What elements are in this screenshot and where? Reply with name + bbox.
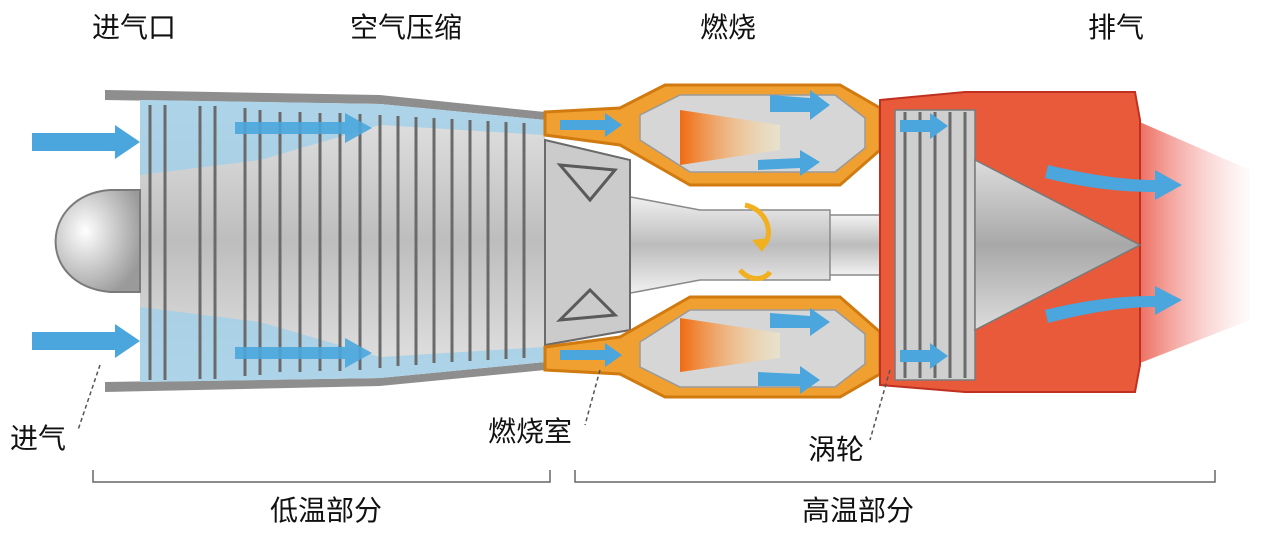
intake-casing-lower: [105, 362, 545, 392]
compressor-airflow-lower: [140, 307, 545, 382]
rotation-arrowhead-icon: [752, 238, 770, 252]
air-in-label: 进气: [10, 422, 67, 455]
diffuser-struts: [556, 163, 619, 322]
airflow-arrows: [32, 90, 1182, 394]
arrow-combustor-in-upper-icon: [560, 113, 622, 137]
flame-lower: [680, 318, 780, 372]
arrow-combustor-out-upper-icon: [770, 90, 830, 120]
diffuser: [544, 138, 631, 347]
leader-lines: [77, 364, 891, 441]
combustion-chamber-label: 燃烧室: [488, 415, 573, 448]
low-temp-section-label: 低温部分: [270, 494, 383, 527]
arrow-exhaust-lower-icon: [1045, 286, 1182, 323]
arrow-turbine-lower-icon: [900, 343, 948, 369]
arrow-combustor-out-lower-icon: [770, 308, 830, 336]
exhaust-plume: [1135, 120, 1250, 365]
arrow-intake-upper-icon: [32, 125, 140, 159]
shaft-taper: [619, 194, 831, 296]
high-temp-section-label: 高温部分: [802, 494, 915, 527]
compressor-blades: [148, 105, 526, 380]
turbine-label: 涡轮: [808, 433, 865, 466]
combustion-label: 燃烧: [700, 11, 757, 44]
arrow-combustor-mid-upper-icon: [758, 150, 820, 176]
arrow-compress-lower-icon: [235, 338, 372, 368]
arrow-compress-upper-icon: [235, 113, 372, 143]
low-temp-bracket: [92, 470, 551, 483]
compressor-airflow-upper: [140, 100, 545, 175]
nose-spinner: [54, 189, 141, 293]
flame-upper: [680, 110, 780, 165]
exhaust-cone: [974, 158, 1142, 332]
compression-label: 空气压缩: [350, 11, 463, 44]
arrow-exhaust-upper-icon: [1045, 165, 1182, 200]
intake-casing-upper: [105, 90, 545, 120]
exhaust-label: 排气: [1088, 11, 1145, 44]
arrow-turbine-upper-icon: [900, 113, 948, 139]
turbine-blades: [903, 112, 967, 378]
compressor-body: [140, 100, 545, 382]
rotation-arrow-lower-icon: [738, 268, 773, 281]
arrow-combustor-mid-lower-icon: [758, 366, 820, 394]
intake-label: 进气口: [92, 11, 177, 44]
arrow-combustor-in-lower-icon: [560, 343, 622, 367]
high-temp-bracket: [574, 470, 1216, 483]
arrow-intake-lower-icon: [32, 324, 140, 358]
